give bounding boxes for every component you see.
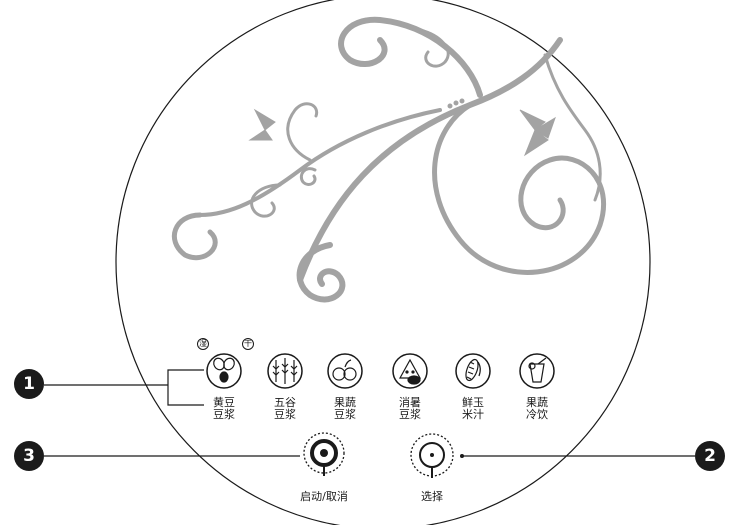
start-cancel-button[interactable]: [304, 433, 344, 476]
corn-button[interactable]: [456, 354, 490, 388]
fruit-veg-icon: [333, 360, 356, 380]
corn-icon: [464, 358, 481, 382]
start-cancel-label: 启动/取消: [289, 491, 359, 503]
callout-badge-2: 2: [695, 441, 725, 471]
callout-lines: [44, 370, 695, 456]
program-label-fruit-veg: 果蔬豆浆: [330, 397, 360, 421]
wet-mode-label: 湿: [197, 338, 209, 350]
soybean-icon: [212, 356, 237, 382]
program-label-corn: 鲜玉米汁: [458, 397, 488, 421]
dry-mode-label: 干: [242, 338, 254, 350]
floral-ornament: [174, 20, 603, 300]
select-label: 选择: [412, 491, 452, 503]
grain-icon: [273, 358, 297, 384]
program-label-cold-drink: 果蔬冷饮: [522, 397, 552, 421]
cold-drink-button[interactable]: [520, 354, 554, 388]
program-label-soybean: 黄豆豆浆: [209, 397, 239, 421]
watermelon-icon: [400, 360, 420, 384]
callout-badge-3: 3: [14, 441, 44, 471]
select-button[interactable]: [411, 434, 464, 478]
program-label-watermelon: 消暑豆浆: [395, 397, 425, 421]
program-label-grain: 五谷豆浆: [270, 397, 300, 421]
soybean-button[interactable]: [207, 354, 241, 388]
callout-badge-1: 1: [14, 369, 44, 399]
cold-drink-icon: [529, 358, 546, 382]
